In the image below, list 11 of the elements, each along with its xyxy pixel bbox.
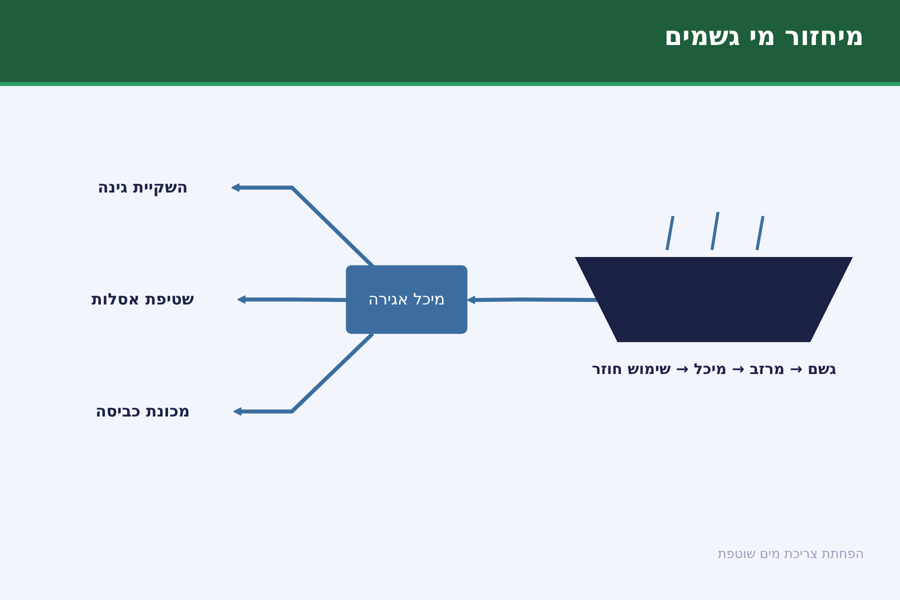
node-text: שטיפת אסלות	[92, 290, 194, 309]
arrow	[233, 332, 374, 416]
page-title: מיחזור מי גשמים	[664, 22, 864, 52]
node-text: השקיית גינה	[98, 178, 188, 197]
node-text: מכונת כביסה	[96, 402, 190, 421]
arrow	[466, 296, 598, 305]
arrow	[237, 296, 347, 304]
node-trapezoid	[574, 257, 853, 343]
arrow	[230, 184, 374, 268]
flow-note: גשם → מרזב → מיכל → שימוש חוזר	[592, 360, 836, 378]
footer-note: הפחתת צריכת מים שוטפת	[718, 547, 864, 562]
